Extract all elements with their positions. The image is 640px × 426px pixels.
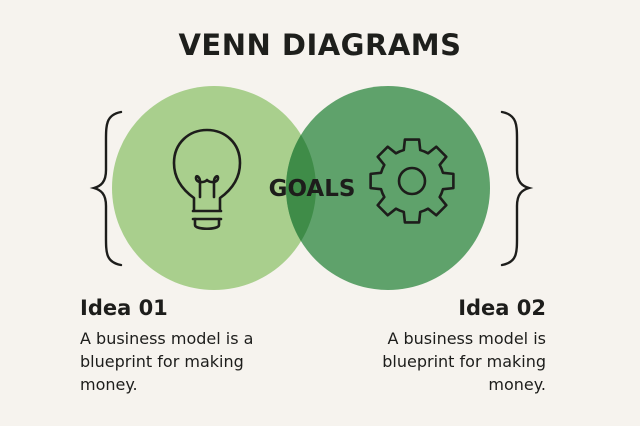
overlap-label: GOALS [269,176,356,202]
gear-icon [369,138,455,224]
page-title: VENN DIAGRAMS [178,28,462,62]
right-brace [500,110,534,267]
right-set-circle [286,86,490,290]
idea-2-title: Idea 02 [458,296,546,320]
idea-2-description: A business model is blueprint for making… [382,329,546,394]
idea-1-description: A business model is a blueprint for maki… [80,329,254,394]
lightbulb-icon [172,128,242,231]
idea-1-title: Idea 01 [80,296,168,320]
left-brace [89,110,123,267]
